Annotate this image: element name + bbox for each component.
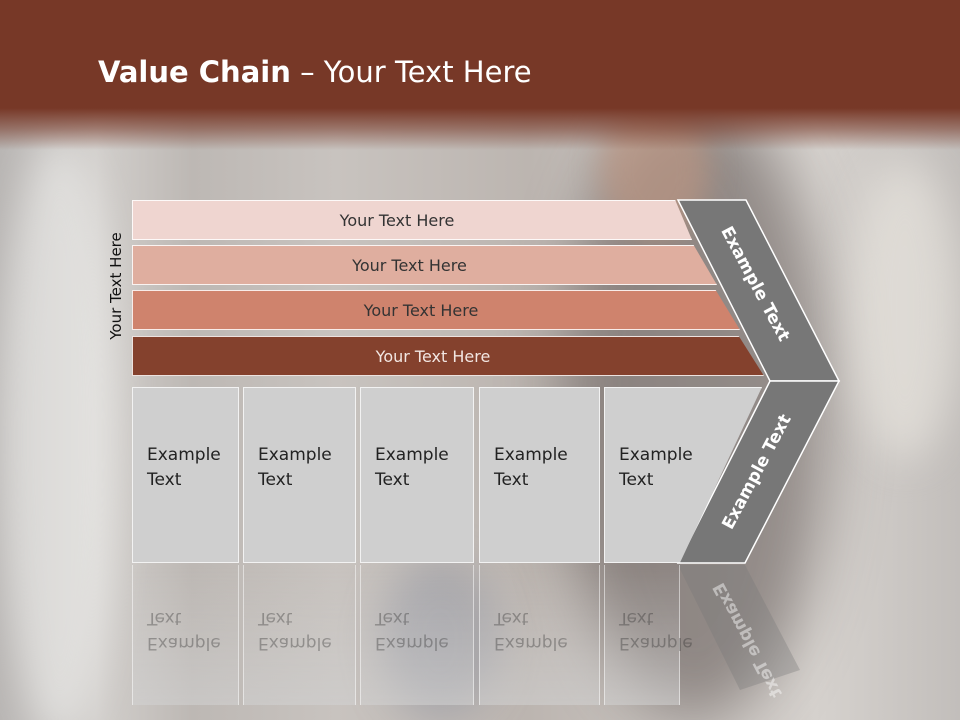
box-reflection: Example Text [479,565,600,705]
support-bar-3[interactable]: Your Text Here [132,290,740,330]
title-rest: – Your Text Here [290,55,532,89]
box-reflection: Example Text [604,565,693,705]
box-reflection: Example Text [132,565,239,705]
reflection-line-2: Text [258,608,293,628]
box-line-2: Text [258,470,293,490]
reflection-line-2: Text [494,608,529,628]
chevron-reflection [678,565,800,690]
support-bar-2[interactable]: Your Text Here [132,245,717,285]
title-bar [0,0,960,150]
reflection-line-1: Example [494,633,568,653]
support-bar-4[interactable]: Your Text Here [132,336,764,376]
box-line-1: Example [147,445,221,465]
slide-title[interactable]: Value Chain – Your Text Here [98,55,532,89]
box-reflection: Example Text [360,565,474,705]
primary-box-2[interactable]: Example Text [243,387,356,563]
support-bar-1[interactable]: Your Text Here [132,200,692,240]
reflection-line-2: Text [375,608,410,628]
box-line-2: Text [619,470,654,490]
primary-box-4[interactable]: Example Text [479,387,600,563]
support-bar-label: Your Text Here [363,300,479,320]
reflection-line-2: Text [147,608,182,628]
reflection-line-1: Example [619,633,693,653]
chevron-bottom-band [676,380,841,564]
reflection-line-1: Example [375,633,449,653]
reflection-line-1: Example [258,633,332,653]
title-bold: Value Chain [98,55,291,89]
reflection-line-1: Example [147,633,221,653]
reflection-line-2: Text [619,608,654,628]
support-bar-label: Your Text Here [339,210,455,230]
box-line-2: Text [375,470,410,490]
box-line-2: Text [147,470,182,490]
box-line-1: Example [494,445,568,465]
box-line-2: Text [494,470,529,490]
primary-box-3[interactable]: Example Text [360,387,474,563]
box-reflection: Example Text [243,565,356,705]
support-bar-label: Your Text Here [375,346,491,366]
box-line-1: Example [375,445,449,465]
support-bar-label: Your Text Here [352,255,467,275]
primary-box-1[interactable]: Example Text [132,387,239,563]
box-line-1: Example [258,445,332,465]
box-line-1: Example [619,445,693,465]
